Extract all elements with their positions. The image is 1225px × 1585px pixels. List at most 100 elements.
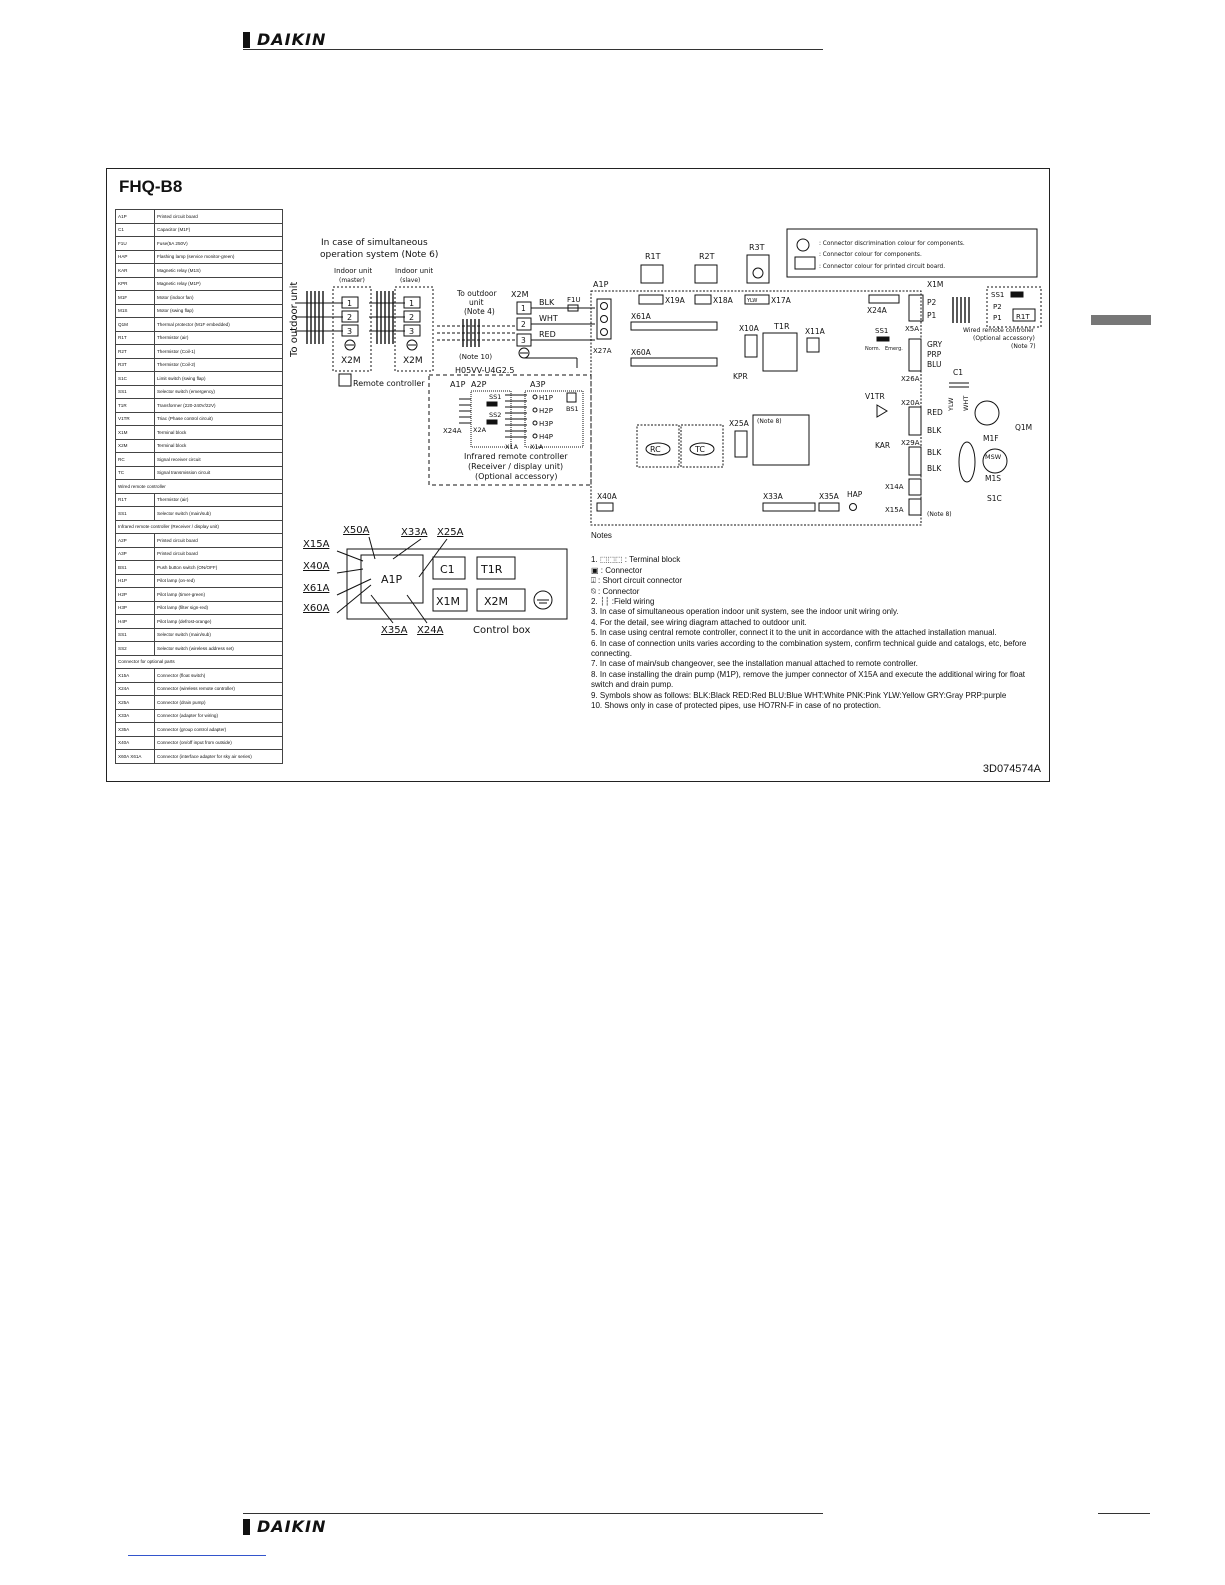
legend-code: X24A xyxy=(115,681,155,696)
legend-code: S1C xyxy=(115,371,155,386)
legend-code: R2T xyxy=(115,344,155,359)
legend-code: A1P xyxy=(115,209,155,224)
chapter-tab-marker xyxy=(1091,315,1151,325)
x24a-ir-label: X24A xyxy=(443,427,462,435)
blk-label-2: BLK xyxy=(927,448,942,457)
ylw-wire-label: YLW xyxy=(947,397,955,412)
h2p-label: H2P xyxy=(539,407,553,415)
cb-x40a: X40A xyxy=(303,561,330,572)
legend-section-title: Infrared remote controller (Receiver / d… xyxy=(115,519,283,534)
h1p-label: H1P xyxy=(539,394,553,402)
cb-x60a: X60A xyxy=(303,603,330,614)
legend-code: SS1 xyxy=(115,506,155,521)
r2t-sensor xyxy=(694,264,718,284)
x20a-connector xyxy=(908,406,922,436)
cb-a1p xyxy=(360,554,424,604)
slave-terminal-3 xyxy=(403,324,421,337)
note8b-label: (Note 8) xyxy=(927,511,952,518)
tc-label: TC xyxy=(694,445,705,454)
legend-code: X25A xyxy=(115,695,155,710)
x33a-connector xyxy=(762,502,816,512)
legend-code: RC xyxy=(115,452,155,467)
x15a-connector xyxy=(908,498,922,516)
cb-c1 xyxy=(432,556,466,580)
r3t-label: R3T xyxy=(749,243,765,252)
x17a-label: X17A xyxy=(771,296,792,305)
note8-label: (Note 8) xyxy=(757,418,782,425)
legend-code: H1P xyxy=(115,573,155,588)
legend-code: TC xyxy=(115,465,155,480)
cb-x33a: X33A xyxy=(401,527,428,538)
cable-spec: H05VV-U4G2.5 xyxy=(455,366,514,375)
cb-x2m xyxy=(476,588,526,612)
legend-code: SS1 xyxy=(115,384,155,399)
wired-p2-label: P2 xyxy=(993,303,1002,311)
fuse-f1u xyxy=(567,304,579,312)
slave-terminal-number-3: 3 xyxy=(409,327,414,336)
daikin-logo: DAIKIN xyxy=(257,30,327,49)
ylw-tag: YLW xyxy=(746,298,757,304)
note-item: 10. Shows only in case of protected pipe… xyxy=(591,701,881,711)
emerg-label: Emerg. xyxy=(885,346,903,352)
bottom-link-underline[interactable] xyxy=(128,1555,266,1556)
r2t-label: R2T xyxy=(699,252,715,261)
legend-code: R1T xyxy=(115,330,155,345)
note-item: 1. ⬚⬚⬚ : Terminal block xyxy=(591,555,681,565)
legend-code: X2M xyxy=(115,438,155,453)
x2m-terminal-number-2: 2 xyxy=(521,320,526,329)
footer-logo-bar xyxy=(243,1519,250,1535)
legend-code: A3P xyxy=(115,546,155,561)
kar-label: KAR xyxy=(875,441,890,450)
x60a-label: X60A xyxy=(631,348,652,357)
cb-x24a: X24A xyxy=(417,625,444,636)
x25a-connector xyxy=(734,430,748,458)
remote-controller-label: Remote controller xyxy=(353,379,425,388)
legend-description: Thermistor (Coil-1) xyxy=(154,344,283,359)
legend-description: Thermal protector (M1F embedded) xyxy=(154,317,283,332)
wire-wht: WHT xyxy=(539,314,558,323)
legend-description: Magnetic relay (M1P) xyxy=(154,276,283,291)
footer-daikin-logo: DAIKIN xyxy=(257,1517,327,1536)
legend-code: HAP xyxy=(115,249,155,264)
legend-code: T1R xyxy=(115,398,155,413)
cb-earth xyxy=(533,590,553,610)
legend-code: X33A xyxy=(115,708,155,723)
a1p-label: A1P xyxy=(593,280,609,289)
x1a-label-2: X1A xyxy=(530,443,544,451)
a2p-board xyxy=(470,390,512,448)
logo-bar xyxy=(243,32,250,48)
legend-code: A2P xyxy=(115,533,155,548)
cb-a1p-label: A1P xyxy=(381,573,403,586)
page-footer: DAIKIN xyxy=(243,1513,823,1537)
legend-description: Pilot lamp (defrost-orange) xyxy=(154,614,283,629)
wht-wire-label: WHT xyxy=(962,396,970,411)
simultaneous-title-2: operation system (Note 6) xyxy=(320,250,438,260)
slave-x2m-label: X2M xyxy=(403,356,423,366)
cb-x2m-label: X2M xyxy=(484,595,508,608)
x26a-label: X26A xyxy=(901,375,920,383)
note10-label: (Note 10) xyxy=(459,353,492,361)
slave-terminal-number-1: 1 xyxy=(409,299,414,308)
x19a-label: X19A xyxy=(665,296,686,305)
kpr-label: KPR xyxy=(733,372,748,381)
legend-section-row: Connector for optional parts xyxy=(115,654,283,669)
legend-description: Terminal block xyxy=(154,438,283,453)
bs1-label: BS1 xyxy=(566,405,579,413)
legend-section-row: Infrared remote controller (Receiver / d… xyxy=(115,519,283,534)
x2m-terminal-number-1: 1 xyxy=(521,304,526,313)
m1f-motor xyxy=(974,400,1000,426)
cb-t1r xyxy=(476,556,516,580)
legend-description: Signal receiver circuit xyxy=(154,452,283,467)
legend-code: X35A xyxy=(115,722,155,737)
cb-x1m-label: X1M xyxy=(436,595,460,608)
